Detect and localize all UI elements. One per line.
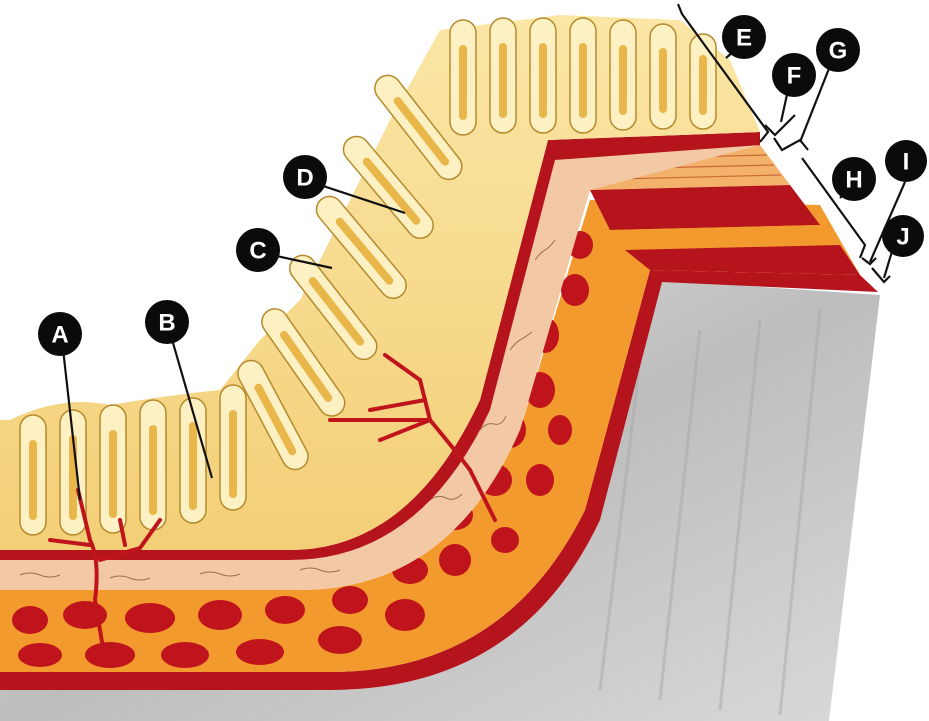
- label-c-text: C: [249, 238, 266, 265]
- label-j-text: J: [896, 224, 909, 251]
- bracket-g: [774, 138, 808, 150]
- label-g: G: [816, 28, 860, 72]
- label-b-text: B: [158, 310, 175, 337]
- label-j: J: [882, 215, 924, 257]
- label-i: I: [885, 140, 927, 182]
- label-h: H: [832, 157, 876, 201]
- label-c: C: [236, 228, 280, 272]
- label-e-text: E: [736, 25, 752, 52]
- label-d-text: D: [296, 165, 313, 192]
- label-f: F: [772, 53, 816, 97]
- label-i-text: I: [903, 149, 910, 176]
- label-e: E: [722, 15, 766, 59]
- label-f-text: F: [787, 63, 802, 90]
- bracket-f: [765, 115, 795, 135]
- bracket-i: [862, 258, 876, 264]
- label-b: B: [145, 300, 189, 344]
- label-h-text: H: [845, 167, 862, 194]
- label-a: A: [38, 312, 82, 356]
- label-d: D: [283, 155, 327, 199]
- label-a-text: A: [51, 322, 68, 349]
- label-g-text: G: [829, 38, 848, 65]
